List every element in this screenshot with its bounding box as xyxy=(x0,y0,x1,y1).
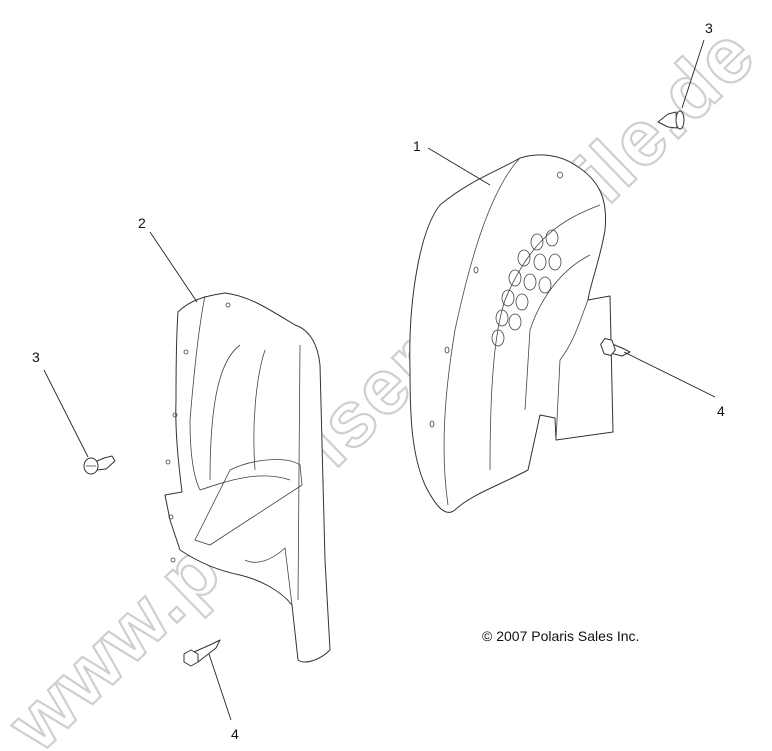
part-2-shield[interactable] xyxy=(164,292,331,663)
callout-3-top: 3 xyxy=(705,20,713,36)
callout-4-right: 4 xyxy=(717,403,725,419)
callout-2: 2 xyxy=(138,215,146,231)
part-4-bolt-right[interactable] xyxy=(599,336,631,357)
watermark: www.polarisersatzteile.de xyxy=(0,9,772,751)
callout-4-bottom: 4 xyxy=(231,726,239,742)
part-3-clip-left[interactable] xyxy=(83,455,116,475)
leader-lines xyxy=(43,39,716,721)
callout-3-left: 3 xyxy=(32,349,40,365)
part-1-shield[interactable] xyxy=(409,154,614,513)
part-3-clip-top[interactable] xyxy=(657,110,685,130)
part-4-bolt-bottom[interactable] xyxy=(183,639,221,667)
callout-1: 1 xyxy=(413,138,421,154)
copyright-notice: © 2007 Polaris Sales Inc. xyxy=(482,628,639,644)
